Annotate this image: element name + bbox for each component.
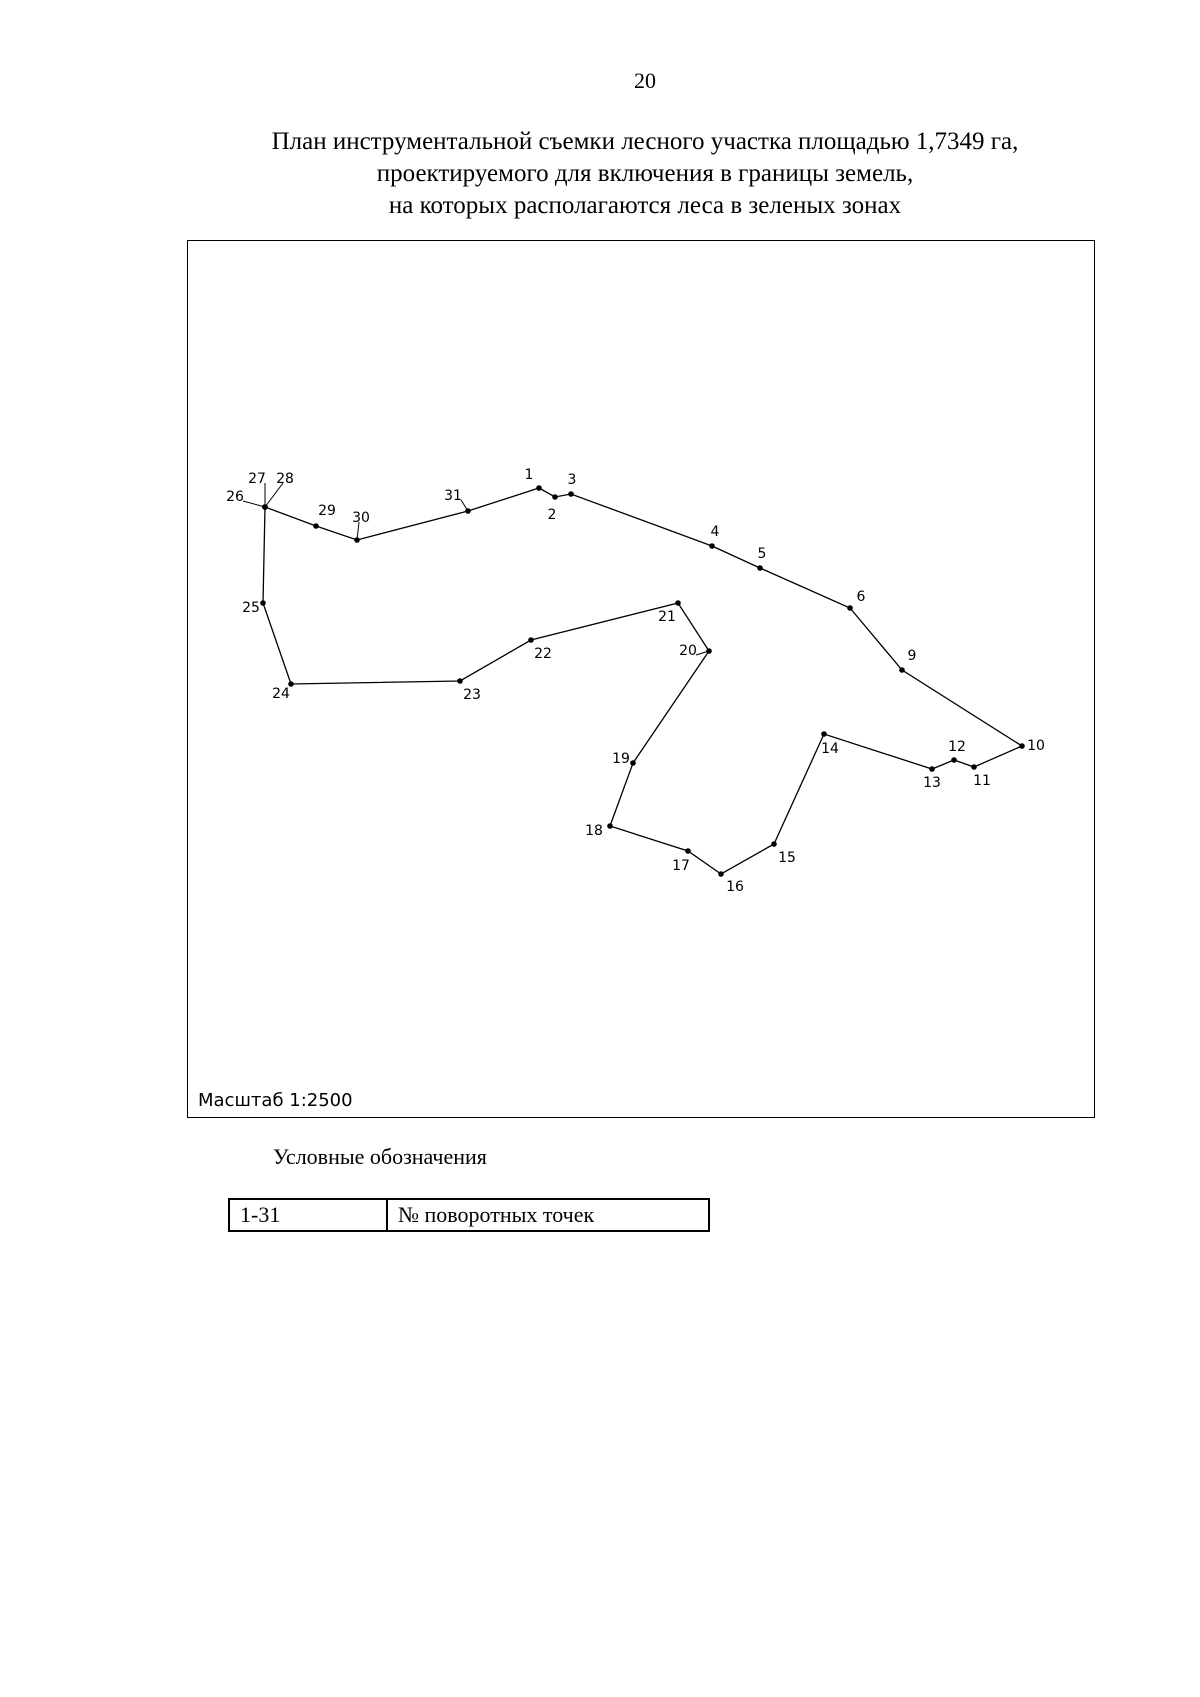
legend-row: 1-31 № поворотных точек [228,1198,710,1232]
turning-point-marker [354,537,360,543]
turning-point-marker [951,757,957,763]
turning-point-marker [706,648,712,654]
turning-point-marker [288,681,294,687]
legend-table: 1-31 № поворотных точек [228,1198,710,1232]
turning-point-marker [262,504,268,510]
turning-point-label: 2 [548,507,557,523]
point-leader-line [264,482,284,508]
turning-point-label: 29 [318,503,336,519]
turning-point-label: 12 [948,739,966,755]
plan-title-line-1: План инструментальной съемки лесного уча… [271,128,1019,155]
turning-point-marker [675,600,681,606]
parcel-boundary [262,487,1024,875]
turning-point-label: 23 [463,687,481,703]
turning-point-marker [709,543,715,549]
turning-point-label: 11 [973,773,991,789]
turning-point-marker [465,508,471,514]
turning-point-marker [971,764,977,770]
turning-point-label: 19 [612,751,630,767]
turning-point-label: 30 [352,510,370,526]
turning-point-marker [528,637,534,643]
point-leader-line [356,521,360,541]
turning-point-label: 5 [758,546,767,562]
turning-point-marker [757,565,763,571]
turning-point-label: 9 [908,648,917,664]
turning-point-label: 16 [726,879,744,895]
turning-point-marker [899,667,905,673]
turning-point-label: 27 [248,471,266,487]
legend-title: Условные обозначения [273,1144,487,1169]
turning-point-marker [771,841,777,847]
turning-point-label: 24 [272,686,290,702]
turning-point-marker [1019,743,1025,749]
turning-point-label: 25 [242,600,260,616]
turning-point-marker [607,823,613,829]
turning-point-label: 28 [276,471,294,487]
legend-code: 1-31 [228,1198,388,1232]
turning-point-marker [457,678,463,684]
turning-point-label: 6 [857,589,866,605]
turning-point-label: 4 [711,524,720,540]
turning-point-label: 17 [672,858,690,874]
turning-point-label: 14 [821,741,839,757]
turning-point-marker [630,760,636,766]
turning-point-label: 31 [444,488,462,504]
legend-description: № поворотных точек [386,1198,710,1232]
turning-point-label: 13 [923,775,941,791]
survey-map: 1234569101112131415161718192021222324252… [226,467,1045,895]
turning-point-label: 15 [778,850,796,866]
turning-point-label: 3 [568,472,577,488]
turning-point-marker [568,491,574,497]
turning-point-marker [552,494,558,500]
page-number: 20 [634,68,656,93]
plan-title-line-2: проектируемого для включения в границы з… [376,160,914,187]
turning-point-marker [536,485,542,491]
plan-title-line-3: на которых располагаются леса в зеленых … [388,192,902,219]
point-leader-line [242,500,266,508]
turning-point-marker [847,605,853,611]
turning-point-marker [313,523,319,529]
turning-point-label: 18 [585,823,603,839]
turning-point-marker [718,871,724,877]
turning-point-marker [260,600,266,606]
map-scale-label: Масштаб 1:2500 [198,1090,353,1111]
turning-point-label: 20 [679,643,697,659]
turning-point-marker [685,848,691,854]
plan-title: План инструментальной съемки лесного уча… [195,126,1095,222]
turning-point-label: 26 [226,489,244,505]
turning-point-label: 21 [658,609,676,625]
turning-point-marker [929,766,935,772]
turning-point-label: 10 [1027,738,1045,754]
turning-point-marker [821,731,827,737]
turning-point-label: 22 [534,646,552,662]
turning-point-label: 1 [525,467,534,483]
